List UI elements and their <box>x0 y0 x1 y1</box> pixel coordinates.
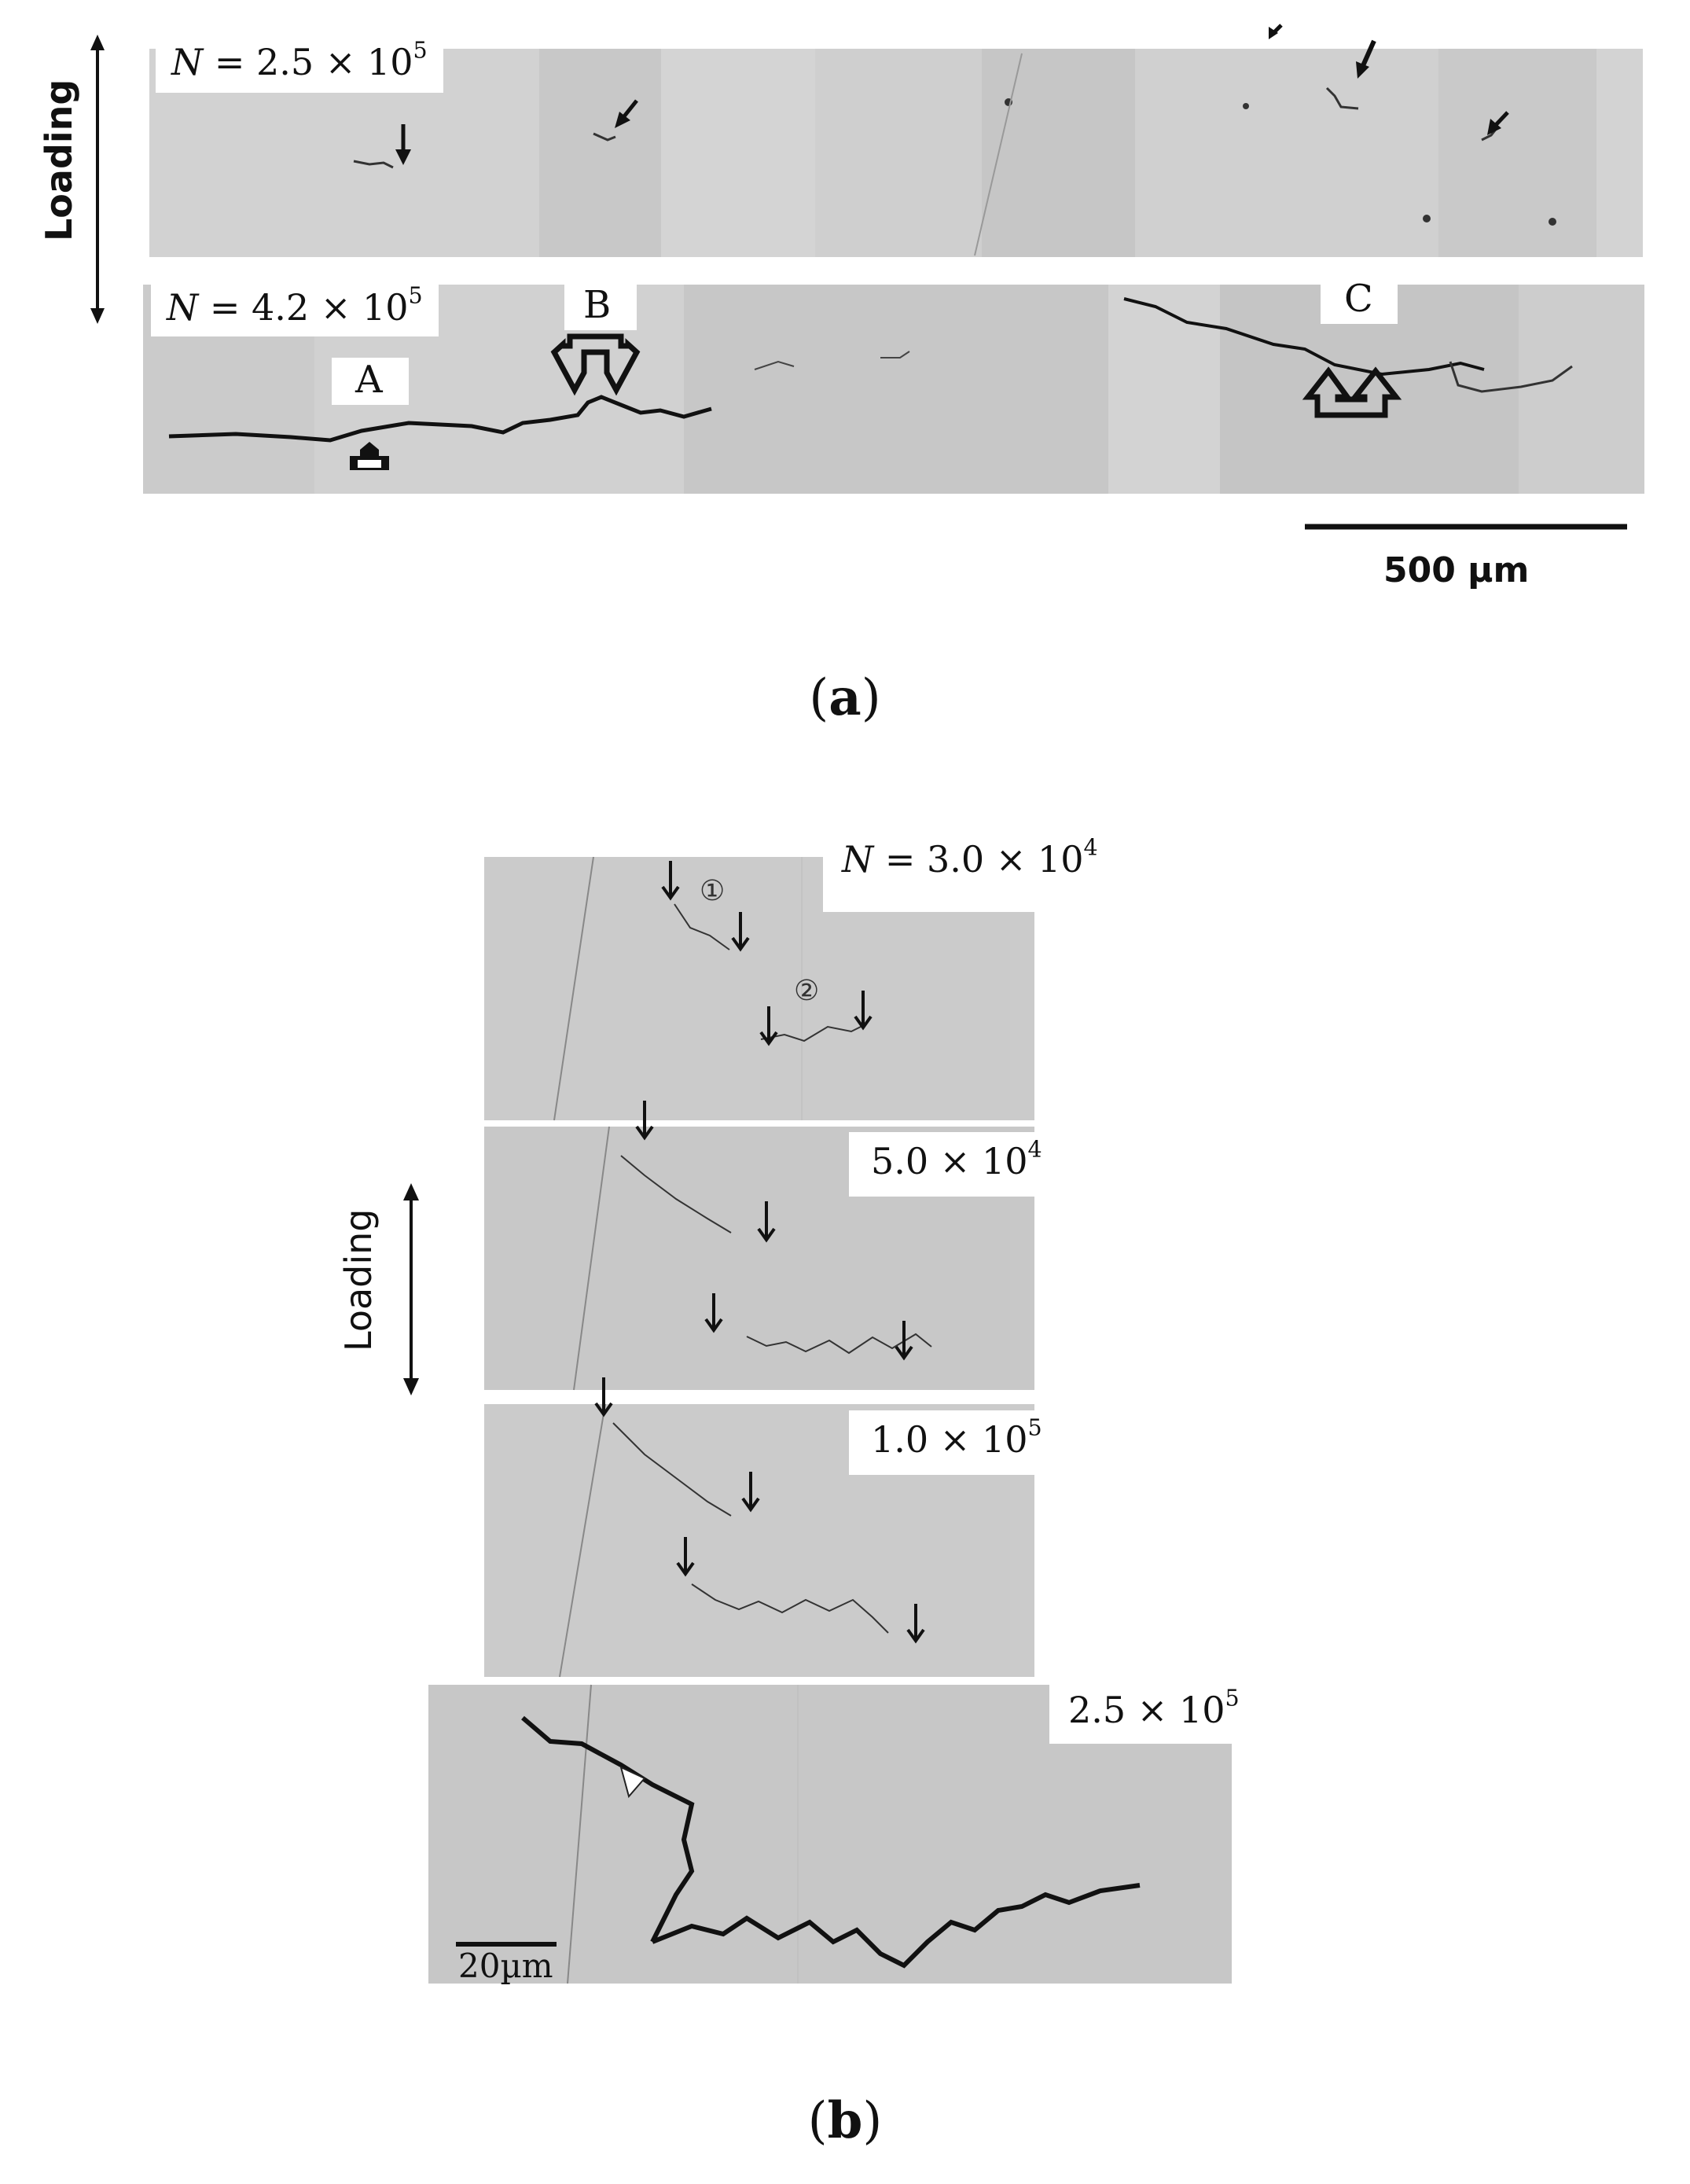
marker-c-label: C <box>1344 277 1373 321</box>
frame-4-cycle-label: 2.5 × 105 <box>1049 1682 1255 1744</box>
strip-top-cycle-label: N = 2.5 × 105 <box>156 38 443 93</box>
panel-a-scale-label: 500 µm <box>1383 550 1530 590</box>
panel-a-label: (a) <box>809 668 881 727</box>
panel-b-loading-label: Loading <box>337 1208 380 1351</box>
micrograph-strip-top <box>149 49 1643 257</box>
panel-b-label: (b) <box>807 2091 883 2150</box>
frame-1-cycle-label: N = 3.0 × 104 <box>823 832 1114 912</box>
frame-2-cycle-label: 5.0 × 104 <box>849 1132 1058 1197</box>
frame-3-cycle-label: 1.0 × 105 <box>849 1410 1058 1475</box>
panel-b-scale-label: 20µm <box>458 1947 553 1985</box>
marker-a-label: A <box>355 358 383 402</box>
panel-a-loading-label: Loading <box>38 79 80 241</box>
strip-bottom-cycle-label: N = 4.2 × 105 <box>151 285 439 336</box>
marker-b-label: B <box>583 283 612 327</box>
